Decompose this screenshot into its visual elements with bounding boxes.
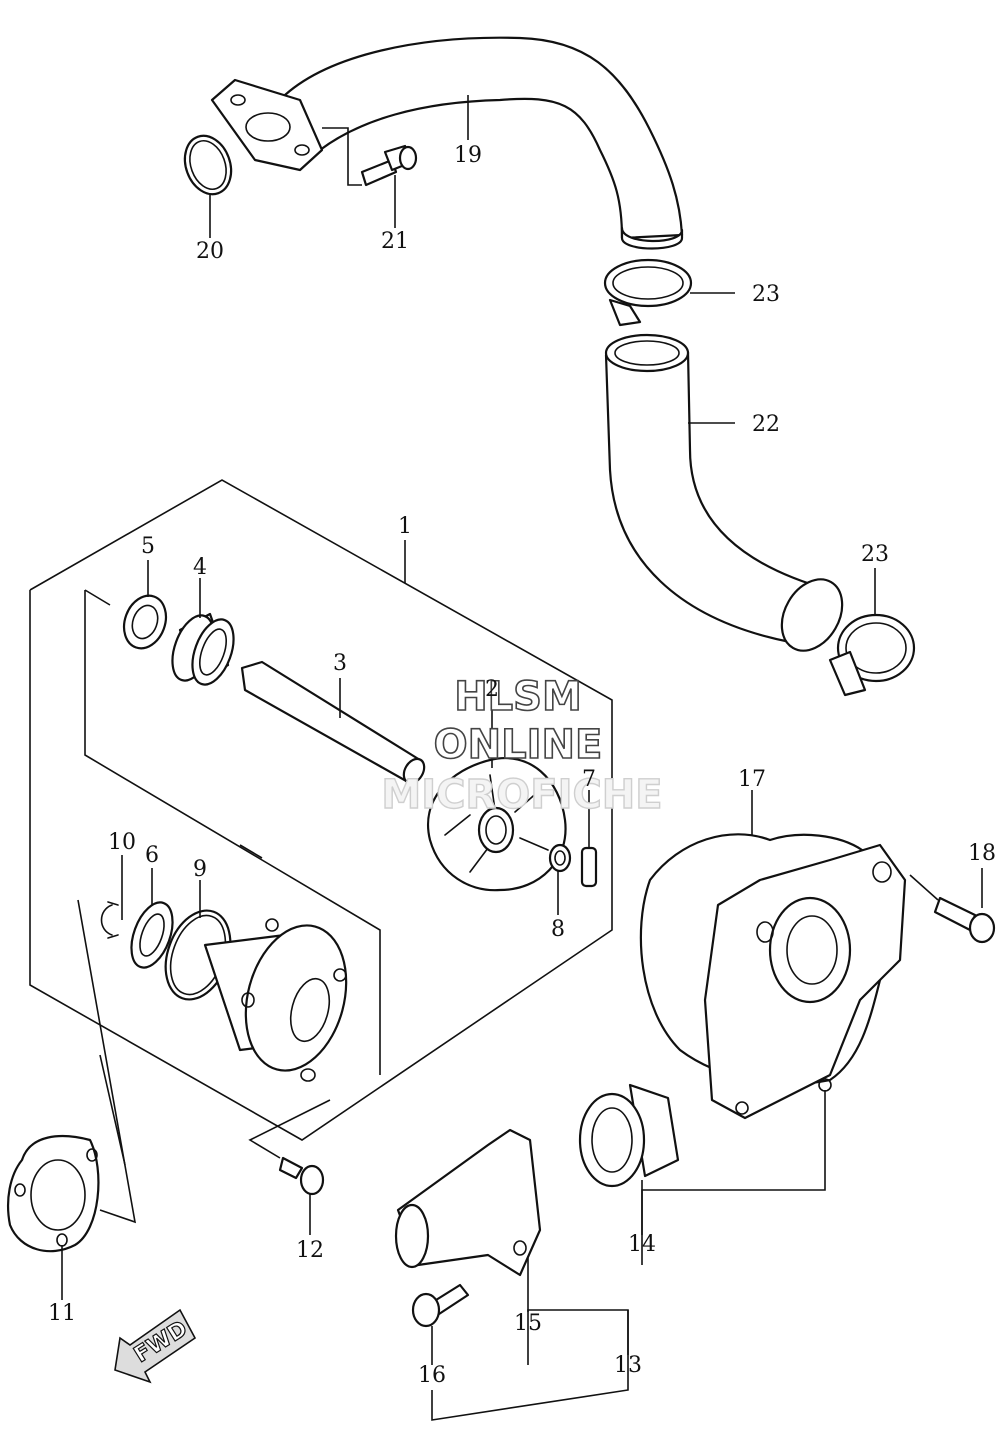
callout-15: 15 <box>514 1311 542 1336</box>
watermark-line1: HLSM <box>454 674 582 720</box>
hose-clamp-upper <box>603 258 735 327</box>
callout-23-upper: 23 <box>752 282 780 307</box>
bolt-16 <box>411 1283 470 1365</box>
coolant-hose <box>604 333 844 652</box>
callout-10: 10 <box>108 830 136 855</box>
thermostat-14 <box>578 1083 680 1235</box>
mechanical-seal-4 <box>171 578 235 686</box>
washer-8 <box>548 843 572 915</box>
callout-8: 8 <box>551 917 565 942</box>
bearing-6 <box>130 868 174 969</box>
callout-5: 5 <box>141 534 155 559</box>
circlip-10 <box>100 855 123 939</box>
screw-12 <box>248 1099 331 1235</box>
impeller-2 <box>427 700 567 892</box>
callout-16: 16 <box>418 1363 446 1388</box>
o-ring-20 <box>183 134 233 238</box>
callout-12: 12 <box>296 1238 324 1263</box>
callout-23-lower: 23 <box>861 542 889 567</box>
gasket-11 <box>7 899 137 1300</box>
assembly-13-bracket <box>431 1090 826 1421</box>
watermark-line2: ONLINE <box>434 722 603 768</box>
o-ring-9 <box>164 880 232 1001</box>
watermark: HLSM ONLINE MICROFICHE <box>381 673 664 819</box>
bolt-18 <box>909 868 996 944</box>
callout-21: 21 <box>381 229 409 254</box>
thermostat-housing-17 <box>639 790 907 1120</box>
bolt-21 <box>322 127 418 228</box>
callout-4: 4 <box>193 555 207 580</box>
callout-2: 2 <box>485 677 499 702</box>
callout-11: 11 <box>48 1301 76 1326</box>
dowel-pin-7 <box>580 790 598 888</box>
pump-housing <box>203 918 348 1082</box>
callout-17: 17 <box>738 767 766 792</box>
thermostat-cover-15 <box>394 1128 542 1312</box>
callout-6: 6 <box>145 843 159 868</box>
callout-3: 3 <box>333 651 347 676</box>
callout-22: 22 <box>752 412 780 437</box>
callout-7: 7 <box>582 767 596 792</box>
hose-clamp-lower <box>828 568 916 697</box>
callout-1: 1 <box>398 514 412 539</box>
callout-19: 19 <box>454 143 482 168</box>
callout-9: 9 <box>193 857 207 882</box>
watermark-line3: MICROFICHE <box>381 772 662 818</box>
callout-18: 18 <box>968 841 996 866</box>
pump-shaft-3 <box>240 660 426 785</box>
callout-13: 13 <box>614 1353 642 1378</box>
fwd-direction-arrow: FWD <box>114 1308 197 1384</box>
assembly-outline <box>29 479 613 1141</box>
callout-20: 20 <box>196 239 224 264</box>
oil-seal-5 <box>122 560 168 650</box>
coolant-pipe <box>210 36 684 250</box>
callout-labels: 1 2 3 4 5 6 7 8 9 10 11 12 13 14 15 16 1… <box>48 95 996 1388</box>
callout-14: 14 <box>628 1232 656 1257</box>
